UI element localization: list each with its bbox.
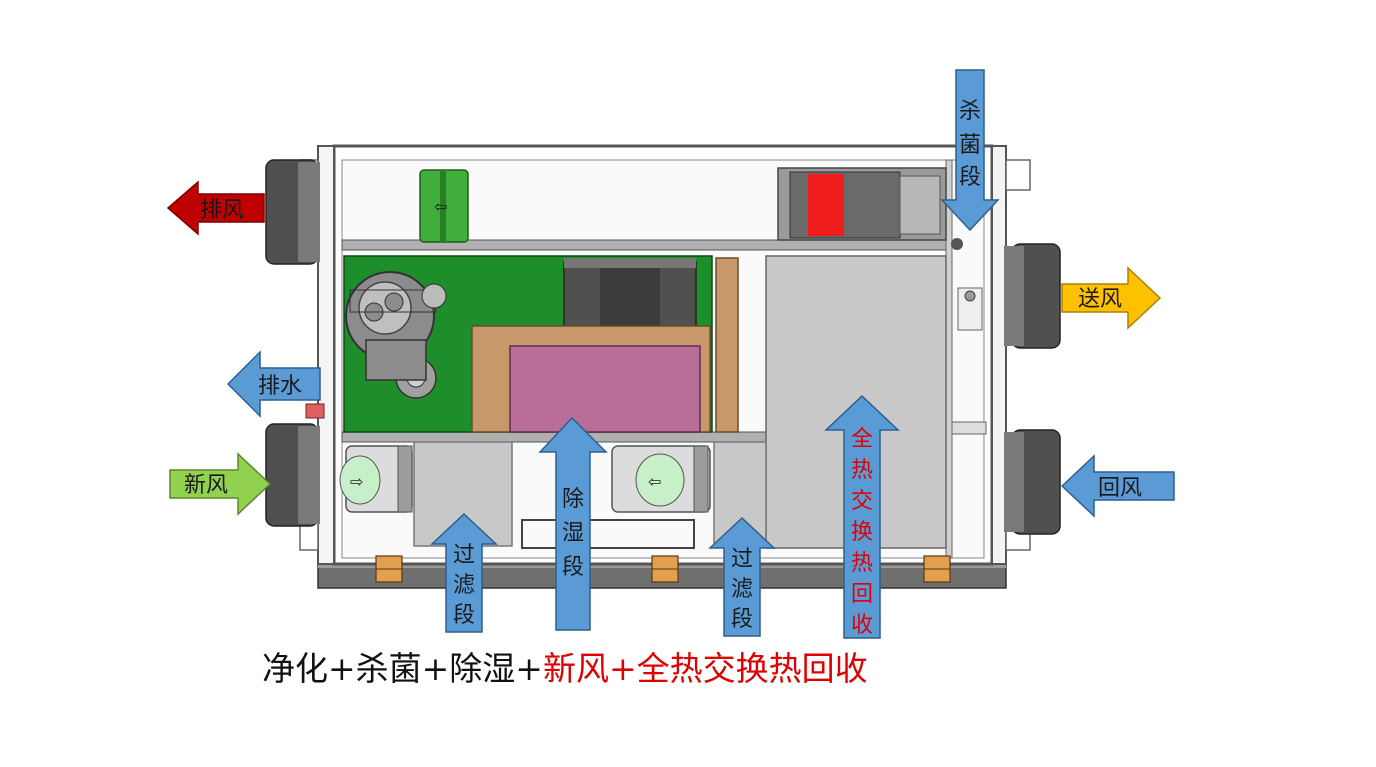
heat-recovery-char-6: 回 (851, 582, 873, 607)
sterilize-char-3: 段 (959, 165, 981, 190)
drain-label: 排水 (258, 374, 302, 399)
heat-recovery-char-3: 交 (851, 489, 873, 514)
dehumidify-char-2: 湿 (562, 521, 584, 546)
caption-part-2: 新风+全热交换热回收 (542, 649, 868, 688)
filter-right-arrow: 过 滤 段 (708, 516, 776, 637)
heat-recovery-arrow: 全 热 交 换 热 回 收 (824, 394, 900, 639)
filter-left-char-3: 段 (453, 603, 475, 628)
fresh-air-label: 新风 (184, 473, 228, 498)
filter-left-char-1: 过 (453, 543, 475, 568)
filter-right-char-2: 滤 (731, 577, 753, 602)
dehumidify-char-1: 除 (562, 487, 584, 512)
caption-part-1: 净化+杀菌+除湿+ (262, 649, 543, 688)
sterilize-char-1: 杀 (959, 99, 981, 124)
heat-recovery-char-2: 热 (851, 458, 873, 483)
supply-label: 送风 (1078, 287, 1122, 312)
dehumidify-arrow: 除 湿 段 (538, 416, 608, 631)
supply-arrow-icon: 送风 (1061, 266, 1162, 330)
return-air-label: 回风 (1098, 476, 1142, 501)
sterilize-arrow: 杀 菌 段 (940, 69, 1000, 232)
drain-arrow-icon: 排水 (226, 350, 321, 418)
heat-recovery-char-4: 换 (851, 520, 873, 545)
filter-right-char-3: 段 (731, 607, 753, 632)
machine-housing: ⇦ ⇨ (265, 144, 1061, 589)
filter-left-arrow: 过 滤 段 (430, 512, 498, 633)
svg-text:⇦: ⇦ (434, 197, 447, 216)
dehumidify-char-3: 段 (562, 555, 584, 580)
heat-recovery-char-7: 收 (851, 613, 873, 638)
filter-right-char-1: 过 (731, 547, 753, 572)
heat-recovery-char-1: 全 (851, 427, 873, 452)
svg-text:⇨: ⇨ (350, 472, 363, 491)
fresh-air-arrow-icon: 新风 (169, 452, 272, 516)
sterilize-char-2: 菌 (959, 133, 981, 158)
exhaust-arrow-icon: 排风 (166, 180, 265, 236)
svg-text:⇦: ⇦ (648, 472, 661, 491)
heat-recovery-char-5: 热 (851, 551, 873, 576)
exhaust-label: 排风 (200, 198, 244, 223)
return-air-arrow-icon: 回风 (1060, 454, 1175, 518)
filter-left-char-2: 滤 (453, 573, 475, 598)
feature-caption: 净化+杀菌+除湿+新风+全热交换热回收 (262, 642, 868, 690)
